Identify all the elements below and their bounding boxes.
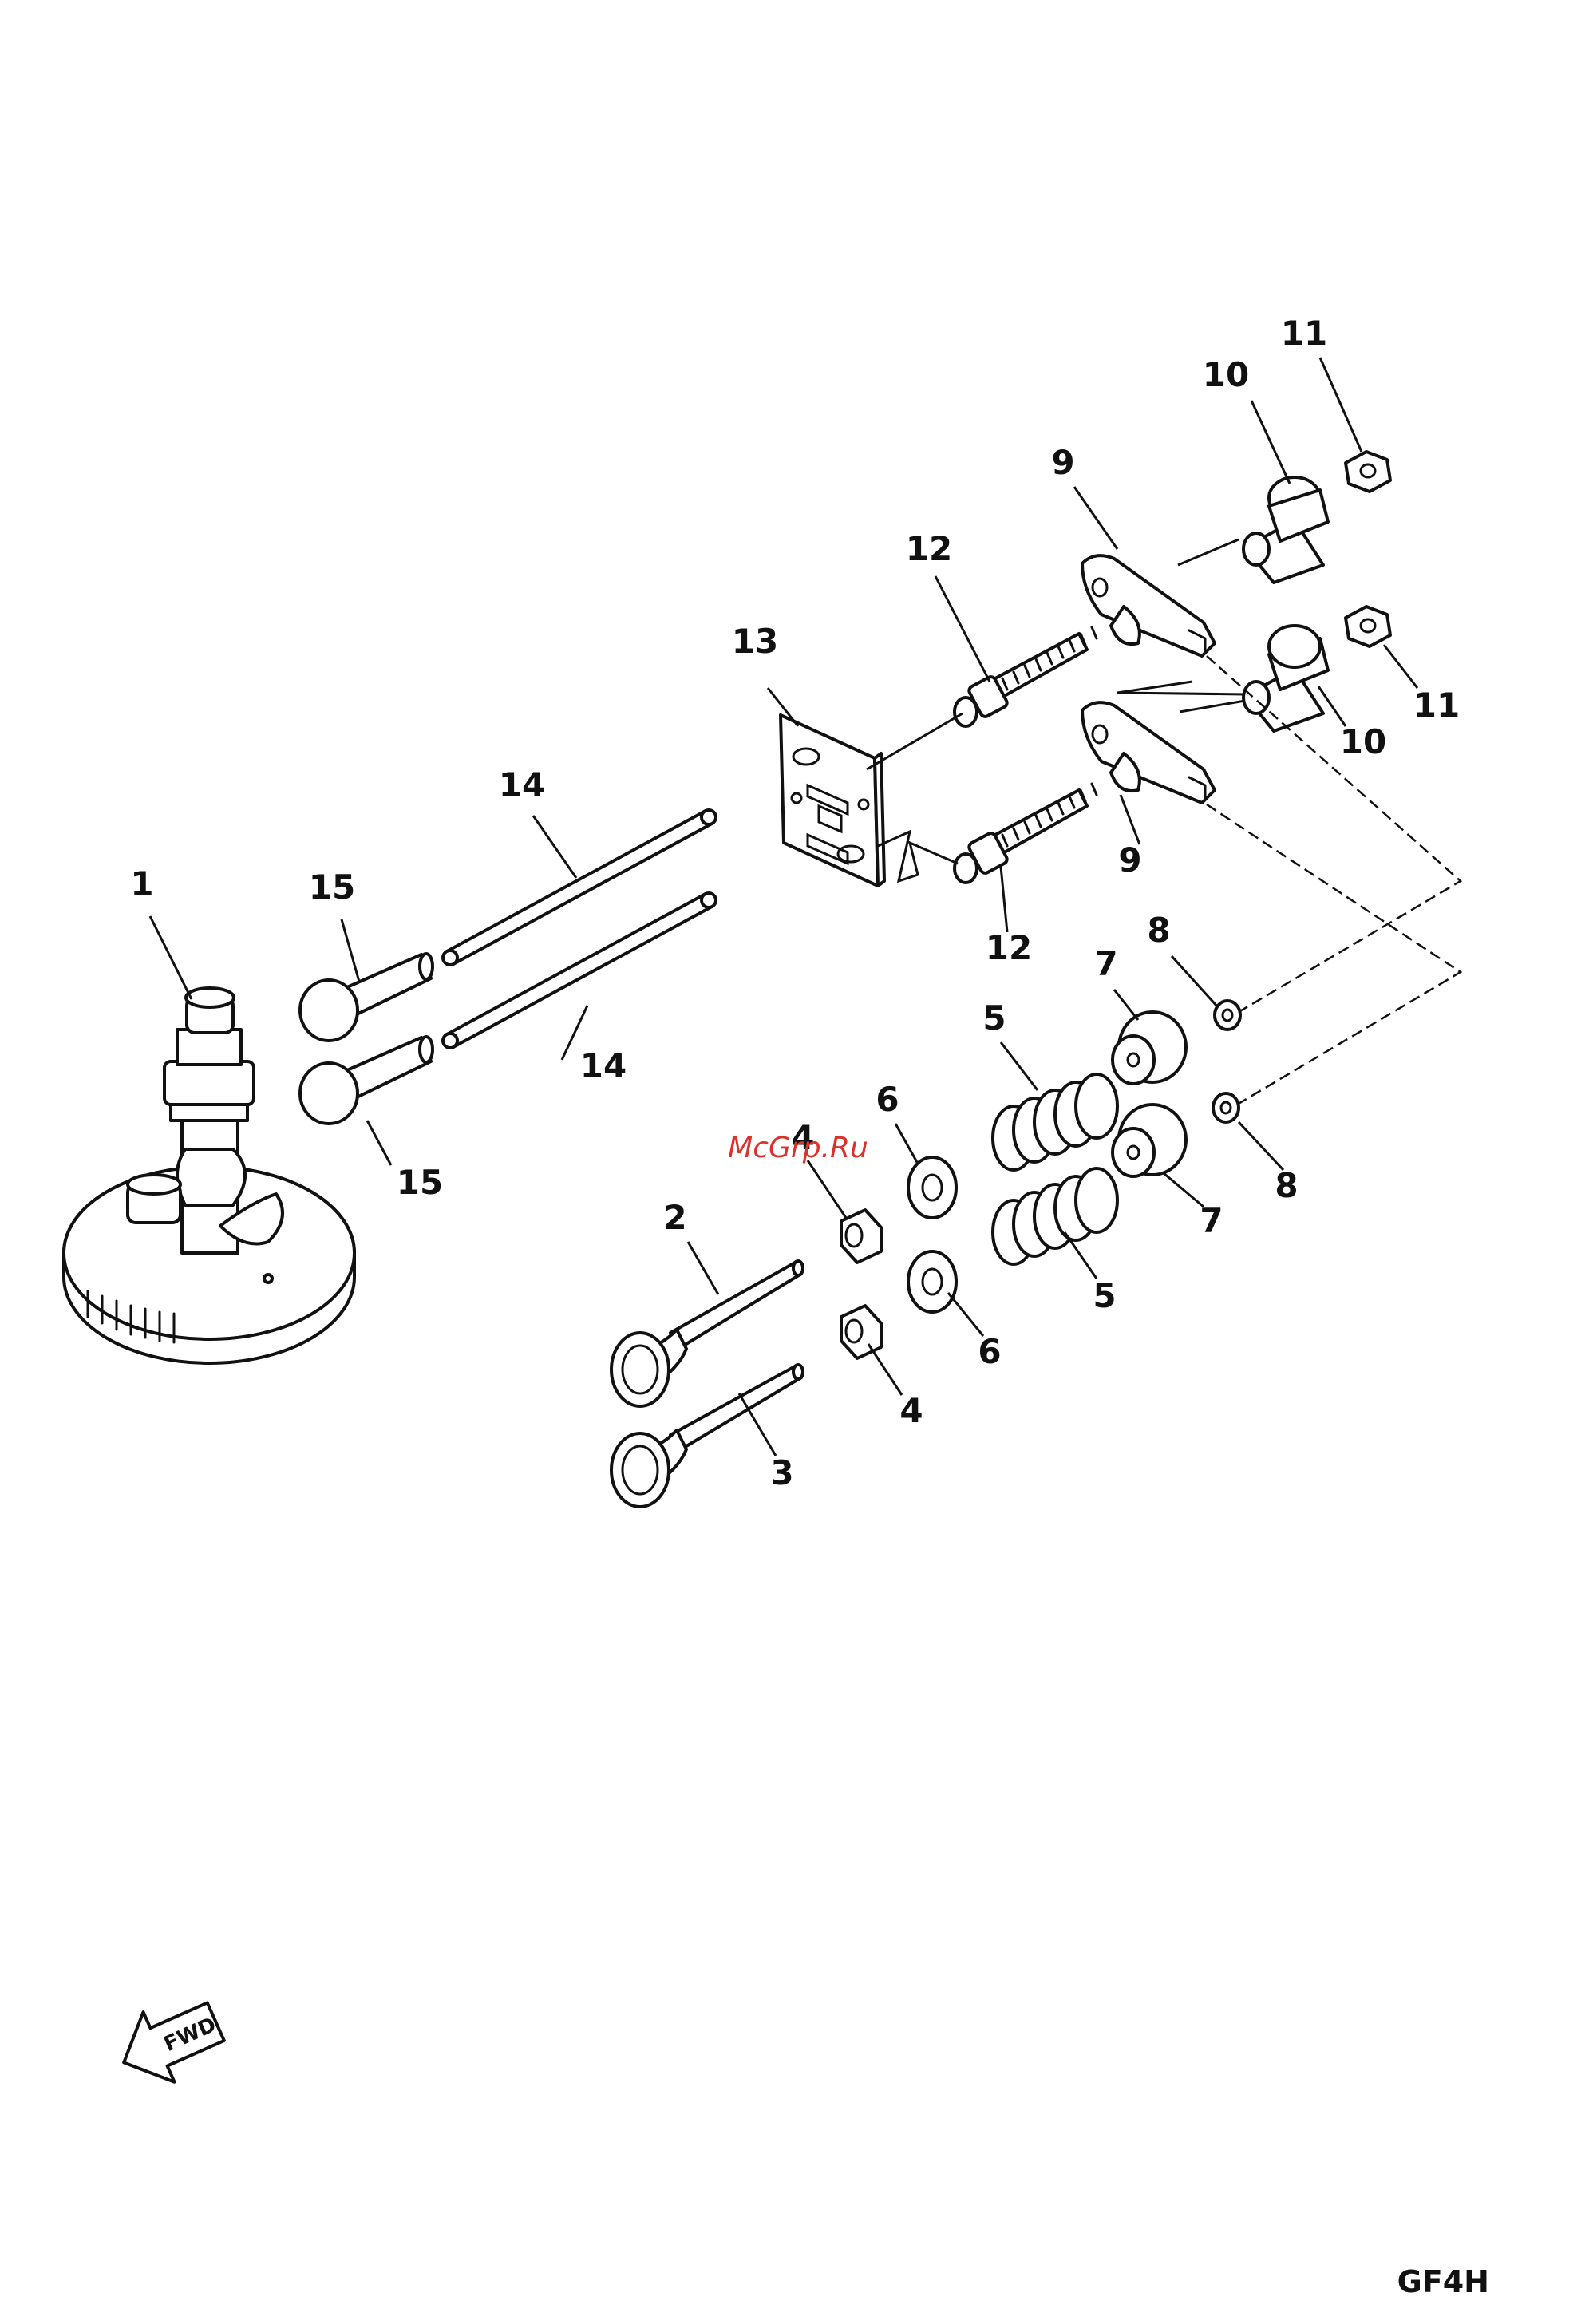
callout-3: 3 — [770, 1453, 793, 1492]
pivot-lower — [1243, 626, 1328, 731]
callout-10-lower: 10 — [1340, 722, 1386, 761]
callout-13: 13 — [732, 622, 778, 661]
callout-15-lower: 15 — [397, 1163, 443, 1202]
callout-7-lower: 7 — [1200, 1201, 1223, 1240]
callout-2: 2 — [663, 1198, 686, 1237]
rocker-stud-upper — [955, 627, 1097, 726]
callout-14-upper: 14 — [499, 765, 545, 804]
push-rod-upper — [443, 810, 716, 965]
tappet-upper — [300, 954, 433, 1041]
watermark-text: McGrp.Ru — [728, 1132, 868, 1164]
callout-7-upper: 7 — [1094, 944, 1117, 983]
valve-spring-lower — [993, 1168, 1117, 1264]
callout-8-lower: 8 — [1275, 1166, 1298, 1205]
callout-15-upper: 15 — [309, 868, 355, 907]
retainer-upper — [1113, 1012, 1186, 1084]
rocker-arm-lower — [1082, 702, 1215, 803]
forward-arrow-icon: FWD — [109, 1986, 231, 2097]
callout-12-upper: 12 — [906, 529, 952, 568]
collet-lower — [1213, 1093, 1239, 1122]
callout-9-upper: 9 — [1051, 443, 1074, 482]
washer-upper — [908, 1157, 956, 1218]
callout-9-lower: 9 — [1118, 840, 1141, 879]
washer-lower — [908, 1251, 956, 1312]
retainer-lower — [1113, 1105, 1186, 1176]
callout-10-upper: 10 — [1203, 355, 1249, 394]
callout-12-lower: 12 — [986, 928, 1032, 967]
stem-seal-lower — [841, 1306, 881, 1358]
callout-8-upper: 8 — [1147, 911, 1170, 950]
nut-lower — [1346, 607, 1390, 646]
callout-5-upper: 5 — [982, 998, 1006, 1038]
stem-seal-upper — [841, 1210, 881, 1263]
rocker-arm-upper — [1082, 555, 1215, 656]
callout-11-upper: 11 — [1281, 314, 1327, 353]
collet-upper — [1215, 1001, 1240, 1030]
diagram-code: GF4H — [1397, 2264, 1489, 2299]
callout-6-upper: 6 — [876, 1080, 899, 1119]
pivot-upper — [1243, 477, 1328, 583]
valve-spring-upper — [993, 1074, 1117, 1170]
callout-14-lower: 14 — [580, 1046, 627, 1085]
callout-6-lower: 6 — [978, 1332, 1001, 1371]
rocker-stud-lower — [955, 784, 1097, 883]
tappet-lower — [300, 1037, 433, 1124]
callout-1: 1 — [130, 864, 153, 903]
callout-4-lower: 4 — [899, 1391, 923, 1430]
callout-5-lower: 5 — [1093, 1276, 1116, 1315]
callout-11-lower: 11 — [1413, 686, 1460, 725]
camshaft-assembly — [64, 988, 354, 1363]
push-rod-guide-plate — [781, 715, 884, 886]
nut-upper — [1346, 452, 1390, 492]
